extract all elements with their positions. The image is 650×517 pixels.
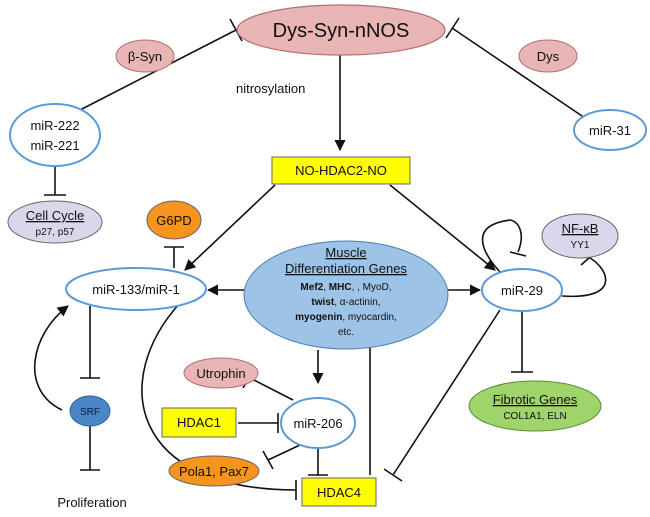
dys-node: Dys (518, 39, 578, 73)
no-hdac2-node: NO-HDAC2-NO (271, 156, 411, 185)
mir31-shape (573, 109, 647, 151)
cell-cycle-node: Cell Cycle p27, p57 (7, 200, 103, 244)
gene-mhc: MHC (329, 282, 352, 293)
nitrosylation-label: nitrosylation (236, 81, 305, 96)
beta-syn-label: β-Syn (128, 49, 162, 64)
dys-label: Dys (537, 49, 560, 64)
edge-mir206-inhibits-pola1 (267, 444, 301, 461)
mir222-mir221-node: miR-222 miR-221 (9, 103, 101, 167)
fibrotic-genes-shape (468, 380, 602, 432)
mir31-label: miR-31 (589, 123, 631, 138)
dys-syn-nnos-label: Dys-Syn-nNOS (273, 20, 410, 42)
pola1-pax7-node: Pola1, Pax7 (168, 455, 260, 487)
mir133-label: miR-133/miR-1 (92, 282, 179, 297)
muscle-genes-node: Muscle Differentiation Genes Mef2, MHC, … (243, 240, 449, 350)
g6pd-node: G6PD (146, 200, 202, 240)
mir133-node: miR-133/miR-1 (65, 267, 207, 311)
mir133-shape (65, 267, 207, 311)
edge-mir29-nfkb-loop-left (481, 219, 522, 273)
nfkb-label: NF-κB (562, 221, 599, 236)
gene-myod: , , MyoD, (352, 282, 392, 293)
yy1-label: YY1 (571, 240, 590, 251)
gene-twist: twist (311, 297, 334, 308)
fibrotic-genes-label: Fibrotic Genes (493, 392, 578, 407)
mir206-node: miR-206 (280, 397, 356, 449)
dys-syn-nnos-node: Dys-Syn-nNOS (236, 4, 446, 56)
gene-actinin: , α-actinin, (334, 297, 380, 308)
mir206-shape (280, 397, 356, 449)
hdac1-label: HDAC1 (177, 415, 221, 430)
edge-mir29-inhibits-hdac4-bar (383, 468, 403, 482)
srf-shape (69, 395, 111, 427)
muscle-title-line2: Differentiation Genes (285, 261, 407, 276)
gene-myocardin: , myocardin, (342, 312, 396, 323)
dys-shape (518, 39, 578, 73)
edge-mir222-inhibits-nnos-bar (229, 18, 243, 42)
muscle-genes-line2: twist, α-actinin, (311, 297, 380, 308)
edge-mir206-inhibits-pola1-bar (262, 450, 274, 470)
no-hdac2-label: NO-HDAC2-NO (295, 163, 387, 178)
g6pd-label: G6PD (156, 213, 191, 228)
gene-myogenin: myogenin (295, 312, 342, 323)
cell-cycle-sub-label: p27, p57 (36, 227, 75, 238)
hdac4-node: HDAC4 (301, 477, 377, 507)
muscle-genes-shape (243, 240, 449, 350)
srf-label: SRF (80, 407, 100, 418)
beta-syn-shape (115, 39, 175, 73)
muscle-genes-line3: myogenin, myocardin, (295, 312, 397, 323)
utrophin-label: Utrophin (196, 366, 245, 381)
nfkb-node: NF-κB YY1 (541, 213, 619, 259)
mir31-node: miR-31 (573, 109, 647, 151)
edge-hdac2-to-mir133 (184, 184, 276, 271)
cell-cycle-shape (7, 200, 103, 244)
muscle-title-line1: Muscle (325, 245, 366, 260)
edge-mir206-inhibits-utrophin (249, 377, 294, 401)
pola1-pax7-label: Pola1, Pax7 (179, 464, 249, 479)
gene-sep1: , (323, 282, 329, 293)
no-hdac2-shape (271, 156, 411, 185)
mir29-shape (481, 268, 563, 312)
edge-mir31-inhibits-nnos-bar (445, 17, 460, 39)
muscle-genes-line4: etc. (338, 327, 354, 338)
fibrotic-genes-sub-label: COL1A1, ELN (503, 411, 566, 422)
mir29-node: miR-29 (481, 268, 563, 312)
mir222-label: miR-222 (30, 118, 79, 133)
hdac1-node: HDAC1 (161, 407, 237, 438)
mir29-label: miR-29 (501, 283, 543, 298)
pola1-pax7-shape (168, 455, 260, 487)
gene-mef2: Mef2 (300, 282, 323, 293)
srf-node: SRF (69, 395, 111, 427)
utrophin-node: Utrophin (183, 357, 259, 389)
edge-mir29-nfkb-loop-right (561, 257, 607, 298)
mir206-label: miR-206 (293, 416, 342, 431)
hdac1-shape (161, 407, 237, 438)
edge-mir29-nfkb-loop-left-bar (509, 251, 527, 257)
hdac4-label: HDAC4 (317, 485, 361, 500)
edge-mir31-inhibits-nnos (451, 27, 586, 119)
cell-cycle-label: Cell Cycle (26, 208, 85, 223)
nfkb-shape (541, 213, 619, 259)
hdac4-shape (301, 477, 377, 507)
g6pd-shape (146, 200, 202, 240)
edge-mir29-inhibits-hdac4 (392, 309, 501, 476)
mir221-label: miR-221 (30, 138, 79, 153)
utrophin-shape (183, 357, 259, 389)
edge-srf-to-mir133 (33, 305, 69, 411)
muscle-genes-line1: Mef2, MHC, , MyoD, (300, 282, 391, 293)
proliferation-label: Proliferation (57, 495, 126, 510)
dys-syn-nnos-shape (236, 4, 446, 56)
edge-hdac2-to-mir29 (389, 184, 496, 271)
mir222-shape (9, 103, 101, 167)
beta-syn-node: β-Syn (115, 39, 175, 73)
fibrotic-genes-node: Fibrotic Genes COL1A1, ELN (468, 380, 602, 432)
